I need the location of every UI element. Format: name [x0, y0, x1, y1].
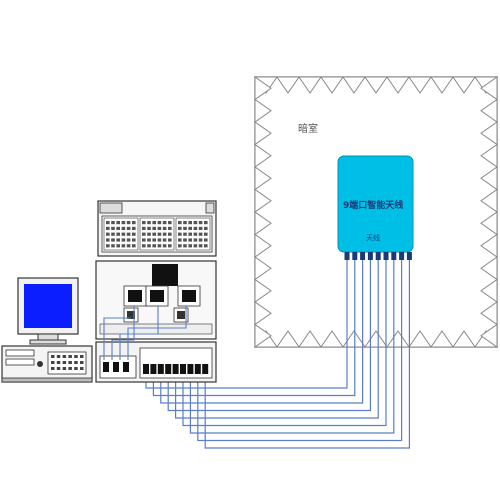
rf-cable — [197, 260, 403, 442]
smart-antenna — [337, 155, 414, 260]
absorber-cone-top-4 — [342, 76, 366, 94]
absorber-cone-bottom-8 — [430, 330, 454, 348]
absorber-cone-top-6 — [386, 76, 410, 94]
absorber-cone-right-2 — [480, 121, 498, 146]
absorber-cone-left-6 — [254, 211, 272, 236]
rack-icon — [95, 200, 217, 383]
absorber-cone-left-11 — [254, 323, 272, 348]
switch-port — [165, 364, 172, 374]
absorber-cone-top-9 — [452, 76, 476, 94]
computer-icon — [1, 345, 93, 383]
rf-cable — [189, 260, 395, 434]
switch-port — [172, 364, 179, 374]
absorber-cone-right-7 — [480, 233, 498, 258]
absorber-cone-left-1 — [254, 98, 272, 123]
antenna-port — [383, 252, 389, 260]
rf-cable — [167, 260, 371, 412]
switch-port — [194, 364, 201, 374]
rf-cable — [182, 260, 387, 427]
antenna-port — [391, 252, 397, 260]
absorber-cone-bottom-6 — [386, 330, 410, 348]
absorber-cone-right-1 — [480, 98, 498, 123]
absorber-cone-right-0 — [480, 76, 498, 101]
rf-cable — [145, 260, 348, 389]
rack-internal-wiring — [103, 306, 187, 360]
switch-port — [123, 362, 129, 372]
antenna-port — [375, 252, 381, 260]
absorber-cone-left-8 — [254, 256, 272, 281]
absorber-cone-top-3 — [320, 76, 344, 94]
switch-port — [187, 364, 194, 374]
absorber-cone-left-2 — [254, 121, 272, 146]
absorber-cone-bottom-9 — [452, 330, 476, 348]
antenna-body — [337, 155, 414, 253]
switch-port — [113, 362, 119, 372]
absorber-cone-bottom-3 — [320, 330, 344, 348]
switch-port — [103, 362, 109, 372]
absorber-cone-left-10 — [254, 301, 272, 326]
absorber-cone-right-3 — [480, 143, 498, 168]
absorber-cone-top-1 — [276, 76, 300, 94]
absorber-cone-right-10 — [480, 301, 498, 326]
antenna-port — [367, 252, 373, 260]
rf-cable — [152, 260, 356, 397]
absorber-cone-right-5 — [480, 188, 498, 213]
absorber-cones — [254, 76, 498, 348]
switch-port — [150, 364, 157, 374]
absorber-cone-right-8 — [480, 256, 498, 281]
absorber-cone-left-3 — [254, 143, 272, 168]
antenna-port — [360, 252, 366, 260]
absorber-cone-bottom-4 — [342, 330, 366, 348]
absorber-cone-right-4 — [480, 166, 498, 191]
absorber-cone-left-7 — [254, 233, 272, 258]
antenna-port — [352, 252, 358, 260]
absorber-cone-right-11 — [480, 323, 498, 348]
absorber-cone-left-0 — [254, 76, 272, 101]
absorber-cone-bottom-1 — [276, 330, 300, 348]
absorber-cone-right-9 — [480, 278, 498, 303]
absorber-cone-left-9 — [254, 278, 272, 303]
antenna-title: 9端口智能天线 — [343, 201, 404, 211]
switch-port — [143, 364, 149, 374]
antenna-ports — [344, 252, 412, 260]
antenna-sub-label: 天线 — [366, 234, 380, 242]
monitor-icon — [17, 277, 79, 345]
absorber-cone-left-4 — [254, 166, 272, 191]
chamber-label: 暗室 — [298, 124, 318, 135]
rf-cables — [145, 260, 410, 449]
switch-port — [202, 364, 209, 374]
switch-port — [157, 364, 164, 374]
absorber-cone-top-8 — [430, 76, 454, 94]
absorber-cone-right-6 — [480, 211, 498, 236]
rf-cable — [160, 260, 364, 404]
antenna-port — [406, 252, 412, 260]
antenna-port — [344, 252, 350, 260]
antenna-port — [399, 252, 405, 260]
monitor-screen — [24, 284, 72, 328]
absorber-cone-bottom-2 — [298, 330, 322, 348]
anechoic-chamber — [254, 76, 498, 348]
absorber-cone-bottom-7 — [408, 330, 432, 348]
absorber-cone-left-5 — [254, 188, 272, 213]
absorber-cone-top-2 — [298, 76, 322, 94]
rf-cable — [204, 260, 410, 449]
rf-cable — [175, 260, 379, 419]
absorber-cone-top-5 — [364, 76, 388, 94]
absorber-cone-top-7 — [408, 76, 432, 94]
switch-port — [180, 364, 186, 374]
